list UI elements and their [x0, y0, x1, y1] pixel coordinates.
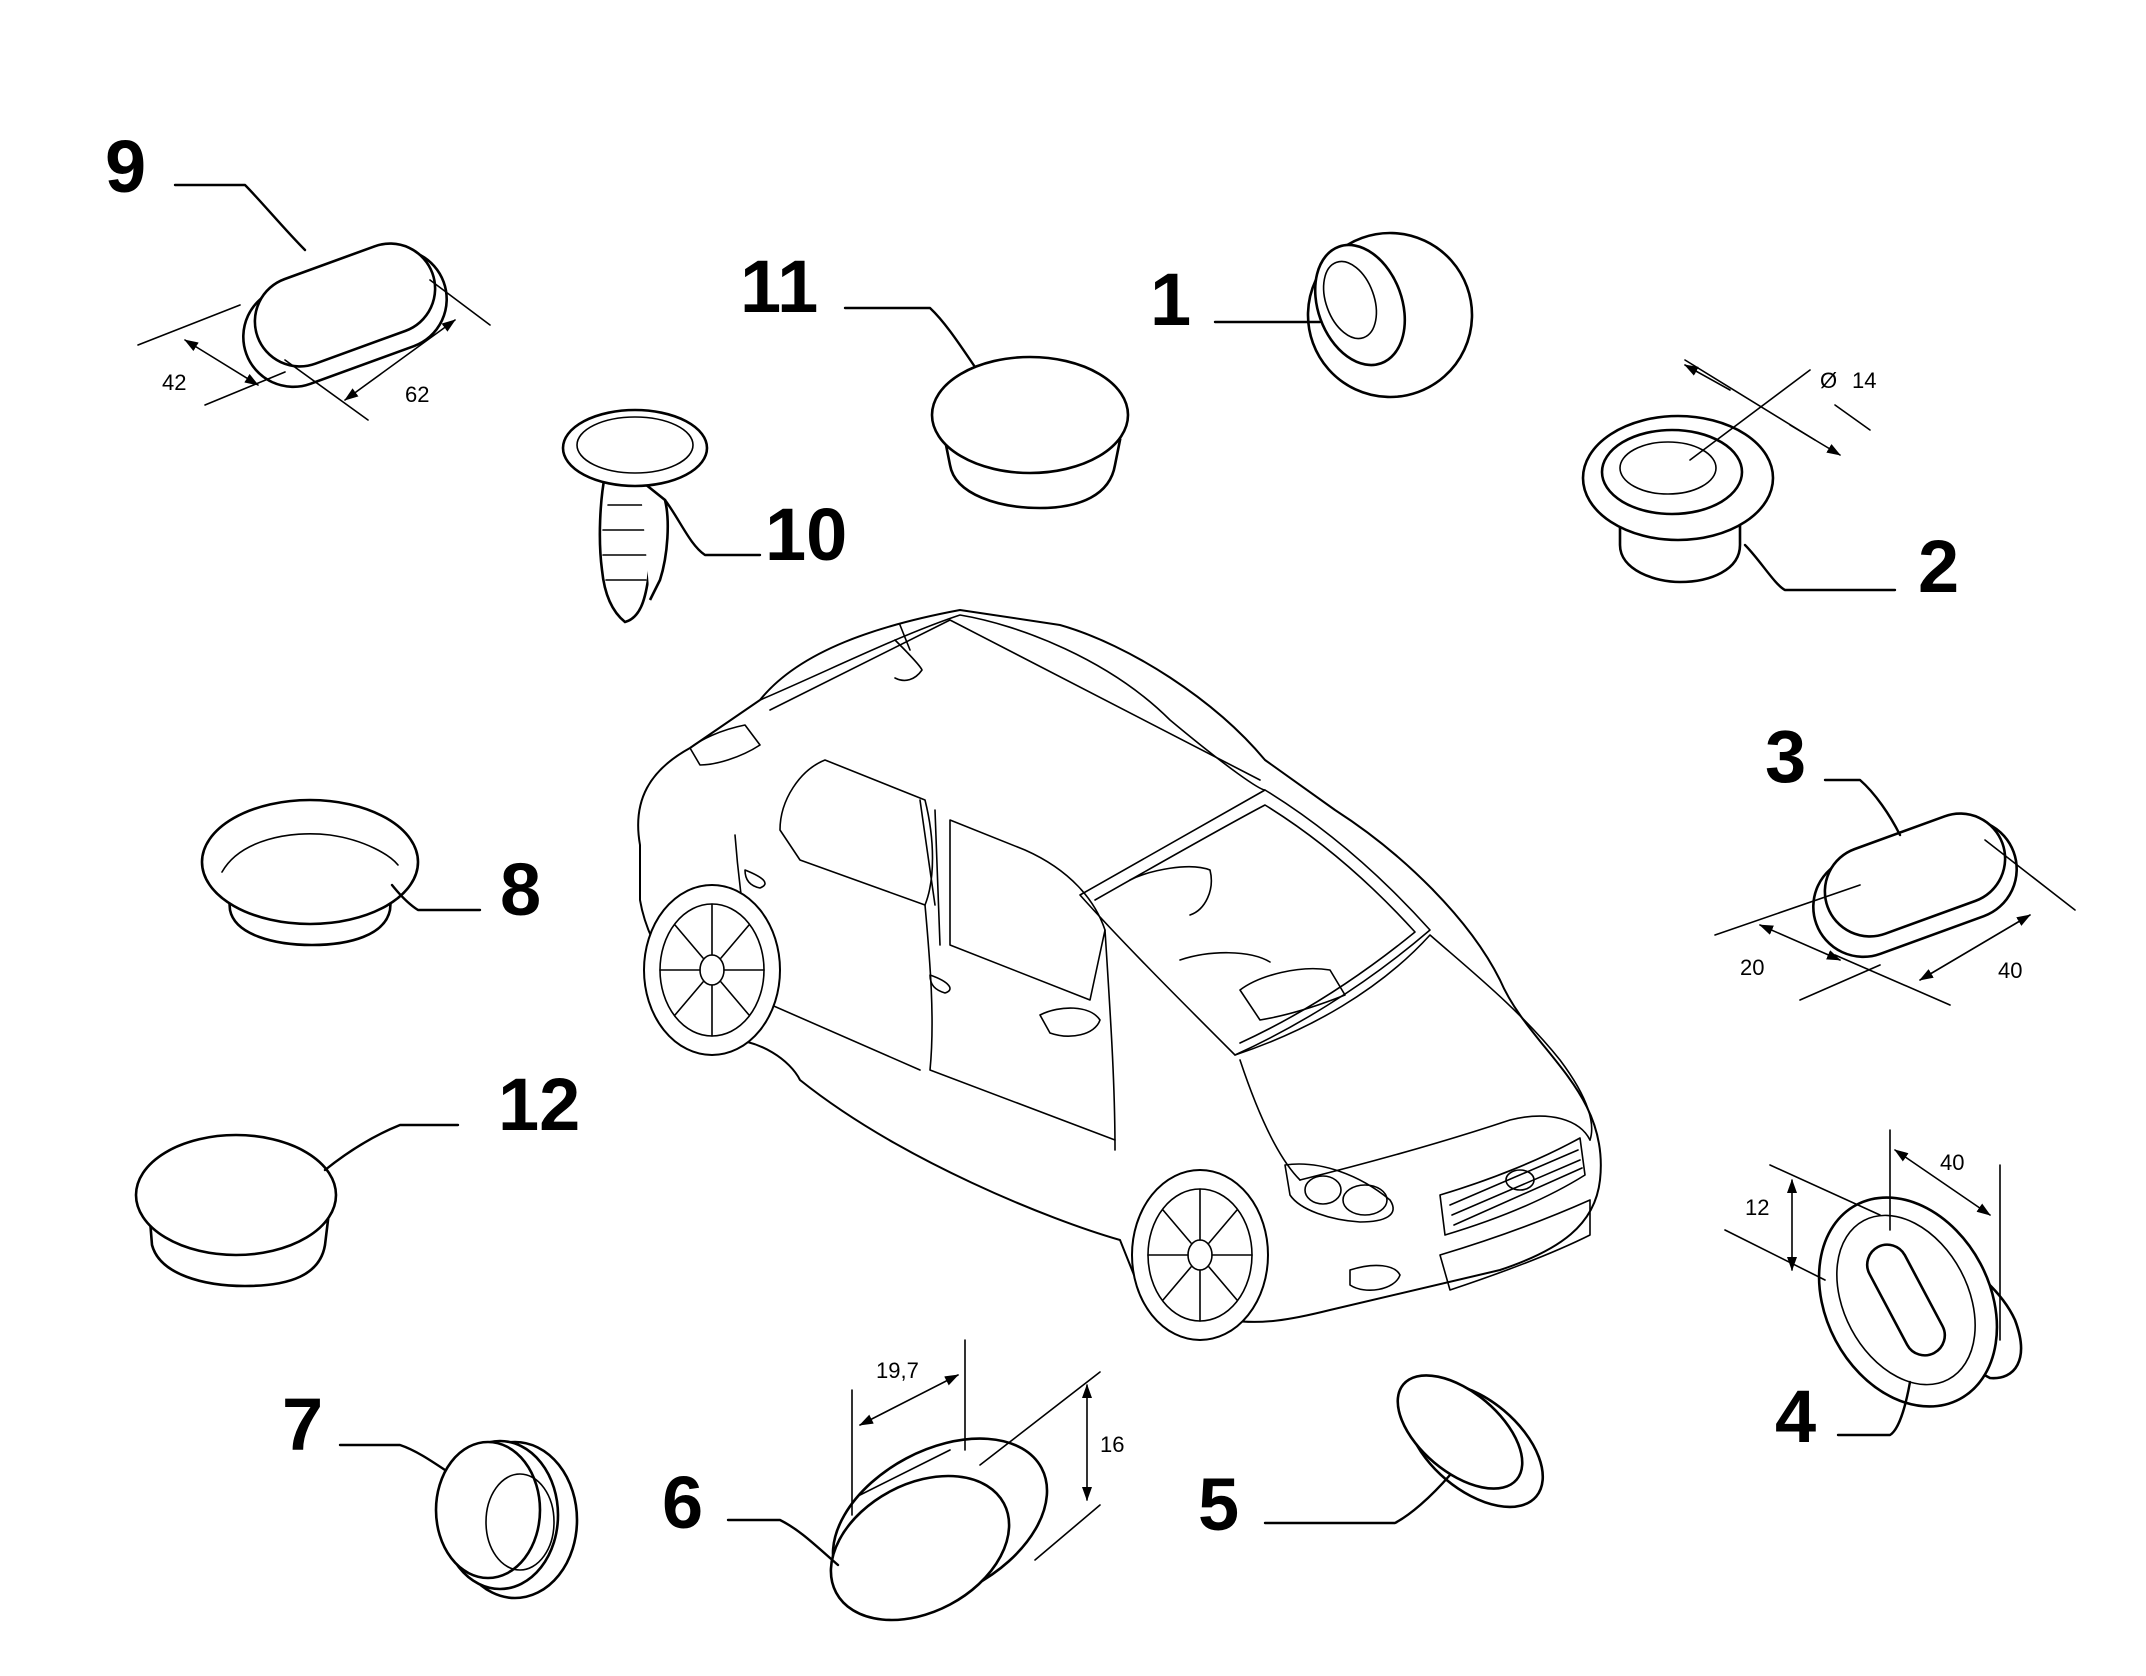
callout-10: 10	[765, 493, 847, 576]
ring-grommet-icon	[434, 1439, 579, 1600]
part-1: 1	[1150, 231, 1474, 399]
hatchback-car-icon	[637, 609, 1602, 1341]
round-plug-flat-icon	[1306, 231, 1474, 399]
dim-p2-diameter-symbol: Ø	[1820, 368, 1837, 393]
part-11: 11	[740, 245, 1130, 510]
part-10: 10	[561, 408, 847, 624]
part-2: Ø 14 2	[1581, 359, 1959, 608]
callout-6: 6	[662, 1461, 703, 1544]
callout-9: 9	[105, 125, 146, 208]
callout-11: 11	[740, 245, 818, 328]
part-12: 12	[134, 1063, 580, 1288]
oval-plug-icon	[242, 242, 448, 389]
dim-p2-diameter: 14	[1852, 368, 1876, 393]
round-cap-icon	[930, 355, 1130, 510]
front-wheel	[1131, 1169, 1269, 1341]
part-4: 12 40 4	[1724, 1129, 2023, 1458]
dim-p4-height: 12	[1745, 1195, 1769, 1220]
part-5: 5	[1198, 1374, 1545, 1546]
dim-p6-length: 19,7	[876, 1358, 919, 1383]
dim-p4-length: 40	[1940, 1150, 1964, 1175]
callout-1: 1	[1150, 258, 1191, 341]
callout-8: 8	[500, 848, 541, 931]
round-plug-hollow-icon	[1581, 414, 1775, 584]
dim-p9-length: 62	[405, 382, 429, 407]
round-cap-icon	[200, 798, 420, 947]
part-7: 7	[282, 1383, 579, 1600]
part-8: 8	[200, 798, 541, 947]
oval-cap-icon	[829, 1437, 1049, 1622]
push-rivet-clip-icon	[561, 408, 709, 624]
slotted-oval-grommet-icon	[1817, 1196, 2023, 1408]
callout-7: 7	[282, 1383, 323, 1466]
part-6: 19,7 16 6	[662, 1339, 1124, 1622]
part-9: 42 62 9	[105, 125, 491, 421]
dim-p3-width: 20	[1740, 955, 1764, 980]
callout-5: 5	[1198, 1463, 1239, 1546]
dim-p9-width: 42	[162, 370, 186, 395]
oval-plug-icon	[1812, 812, 2018, 959]
callout-2: 2	[1918, 525, 1959, 608]
dim-p6-height: 16	[1100, 1432, 1124, 1457]
callout-4: 4	[1775, 1375, 1816, 1458]
rear-wheel	[643, 884, 781, 1056]
part-3: 20 40 3	[1714, 715, 2076, 1006]
oval-cap-icon	[1396, 1374, 1545, 1509]
round-cap-icon	[134, 1133, 338, 1288]
dim-p3-length: 40	[1998, 958, 2022, 983]
callout-3: 3	[1765, 715, 1806, 798]
callout-12: 12	[498, 1063, 580, 1146]
